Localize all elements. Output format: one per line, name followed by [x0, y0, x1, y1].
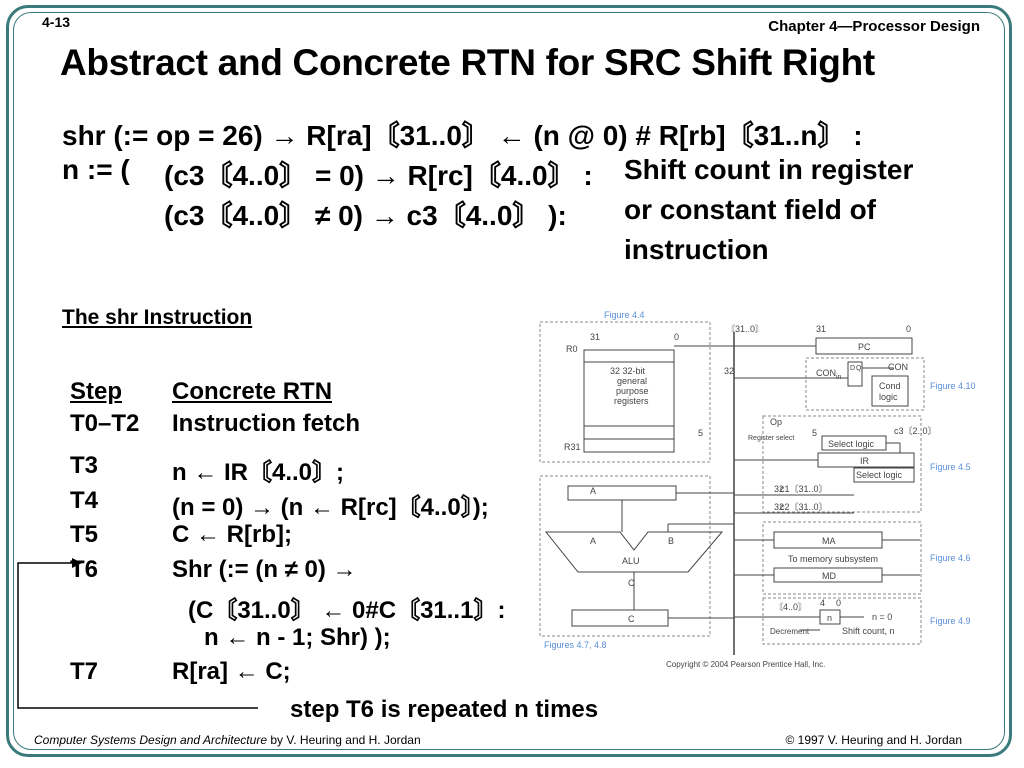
step-rtn: (n = 0) → (n ← R[rc]〘4..0〙);	[172, 494, 489, 521]
abstract-rtn-note-1: Shift count in register	[624, 154, 914, 185]
c-label: C	[628, 578, 635, 588]
footer-authors: by V. Heuring and H. Jordan	[267, 733, 421, 747]
fig-label: Figure 4.5	[930, 462, 971, 472]
con-in-sub: in	[836, 374, 842, 381]
shift-count-label: Shift count, n	[842, 626, 895, 636]
step-label: T4	[70, 487, 99, 514]
figure-text: 〘31..0〙 31 0 31 0 R0 R31 32 32-bit gener…	[564, 324, 937, 669]
step-label: T5	[70, 521, 99, 548]
a-reg-label: A	[590, 486, 596, 496]
bit-label: 4	[820, 598, 825, 608]
bus-width: 5	[698, 428, 703, 438]
abstract-rtn-line1: shr (:= op = 26) → R[ra]〘31..0〙 ← (n @ 0…	[62, 120, 863, 151]
ma-label: MA	[822, 536, 836, 546]
c3-label: c3〘2..0〙	[894, 426, 937, 436]
bit-label: 0	[836, 598, 841, 608]
footer-copyright: © 1997 V. Heuring and H. Jordan	[785, 733, 962, 747]
register-select-label: Register select	[748, 435, 794, 442]
chapter-title: Chapter 4—Processor Design	[768, 18, 980, 35]
n-range-label: 〘4..0〙	[774, 602, 807, 612]
slide-title: Abstract and Concrete RTN for SRC Shift …	[60, 42, 875, 83]
step-rtn: R[ra] ← C;	[172, 658, 291, 685]
q-label: Q	[856, 365, 862, 372]
fig-label: Figure 4.6	[930, 553, 971, 563]
section-title: The shr Instruction	[62, 306, 253, 329]
loop-bracket	[17, 558, 258, 709]
regfile-text: registers	[614, 396, 649, 406]
bus-range-label: 〘31..0〙	[726, 324, 764, 334]
figure-dashed-regions	[539, 321, 925, 645]
step-label: T3	[70, 452, 99, 479]
r0-label: R0	[566, 344, 578, 354]
fig-label: Figure 4.10	[930, 381, 976, 391]
regfile-text: general	[617, 376, 647, 386]
footer-book: Computer Systems Design and Architecture…	[34, 733, 421, 747]
n-reg-label: n	[827, 613, 832, 623]
con-in-label: CONin	[816, 368, 842, 381]
bus-width: 32	[724, 366, 734, 376]
footer-book-title: Computer Systems Design and Architecture	[34, 733, 267, 747]
step-rtn: Instruction fetch	[172, 410, 361, 437]
step-rtn: Shr (:= (n ≠ 0) →	[172, 556, 357, 583]
bus-width: 5	[812, 428, 817, 438]
steps-header-step: Step	[70, 378, 123, 405]
bus-width: 32	[774, 502, 784, 512]
abstract-rtn-note-2: or constant field of	[624, 194, 876, 225]
abstract-rtn-line2-prefix: n := (	[62, 154, 130, 185]
figure-blocks	[544, 337, 920, 631]
alu-b-label: B	[668, 536, 674, 546]
select-logic-label: Select logic	[828, 439, 875, 449]
step-rtn: (C〘31..0〙 ← 0#C〘31..1〙:	[188, 597, 506, 624]
fig-label: Figure 4.9	[930, 616, 971, 626]
con-label: CON	[888, 362, 908, 372]
bit-label: 31	[816, 324, 826, 334]
abstract-rtn-line3: (c3〘4..0〙 ≠ 0) → c3〘4..0〙 ):	[164, 200, 567, 231]
pc-label: PC	[858, 342, 871, 352]
bit-label: 0	[674, 332, 679, 342]
c1-label: c1〘31..0〙	[780, 484, 828, 494]
bus-width: 32	[774, 484, 784, 494]
ir-label: IR	[860, 456, 870, 466]
datapath-figure: Figure 4.4 Figure 4.10 Figure 4.5 Figure…	[539, 310, 976, 669]
md-label: MD	[822, 571, 836, 581]
to-memory-label: To memory subsystem	[788, 554, 878, 564]
c2-label: c2〘31..0〙	[780, 502, 828, 512]
decrement-label: Decrement	[770, 627, 810, 636]
alu-label: ALU	[622, 556, 640, 566]
step-rtn: C ← R[rb];	[172, 521, 292, 548]
slide-frame-outer	[6, 5, 1012, 757]
steps-header-rtn: Concrete RTN	[172, 378, 333, 405]
repeat-note: step T6 is repeated n times	[290, 696, 599, 723]
d-label: D	[850, 365, 855, 372]
r31-label: R31	[564, 442, 581, 452]
bit-label: 31	[590, 332, 600, 342]
step-label: T0–T2	[70, 410, 140, 437]
regfile-text: purpose	[616, 386, 649, 396]
abstract-rtn-note-3: instruction	[624, 234, 769, 265]
fig-label: Figure 4.4	[604, 310, 645, 320]
regfile-text: 32 32-bit	[610, 366, 646, 376]
select-logic-label: Select logic	[856, 470, 903, 480]
abstract-rtn-line2: (c3〘4..0〙 = 0) → R[rc]〘4..0〙 :	[164, 160, 593, 191]
con-in-text: CON	[816, 368, 836, 378]
cond-logic-text: logic	[879, 392, 898, 402]
figure-copyright: Copyright © 2004 Pearson Prentice Hall, …	[666, 660, 825, 669]
step-rtn: n ← IR〘4..0〙;	[172, 459, 345, 486]
cond-logic-text: Cond	[879, 381, 901, 391]
bit-label: 0	[906, 324, 911, 334]
step-rtn: n ← n - 1; Shr) );	[204, 624, 391, 651]
c-reg-label: C	[628, 614, 635, 624]
slide-number: 4-13	[42, 14, 71, 30]
slide-frame-inner	[13, 12, 1005, 750]
alu-a-label: A	[590, 536, 596, 546]
fig-label: Figures 4.7, 4.8	[544, 640, 607, 650]
op-label: Op	[770, 417, 782, 427]
n-eq-0-label: n = 0	[872, 612, 892, 622]
step-label: T7	[70, 658, 99, 685]
